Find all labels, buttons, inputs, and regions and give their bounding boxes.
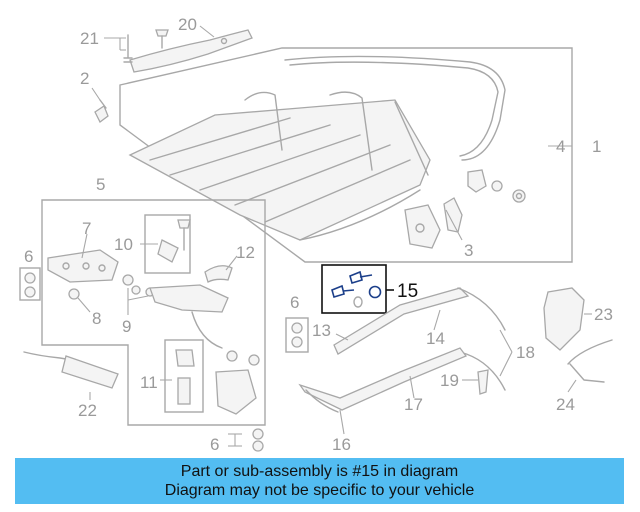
part-11-box [164, 339, 204, 413]
part-2-pin [94, 105, 109, 123]
callout-6-mid: 6 [290, 293, 299, 312]
callout-8: 8 [92, 309, 101, 328]
assembly-5-outline [41, 199, 266, 426]
linkage-arm [149, 284, 229, 313]
part-6-left-box [19, 267, 41, 301]
callout-7: 7 [82, 219, 91, 238]
callout-3: 3 [464, 241, 473, 260]
part-6-mid-box [285, 317, 309, 353]
washer [368, 285, 382, 299]
part-3-clip [443, 197, 463, 233]
callout-18: 18 [516, 343, 535, 362]
callout-5: 5 [96, 175, 105, 194]
callout-12: 12 [236, 243, 255, 262]
callout-14: 14 [426, 329, 445, 348]
assembly-1-outline [119, 47, 573, 263]
callout-17: 17 [404, 395, 423, 414]
callout-15: 15 [397, 281, 418, 302]
callout-21: 21 [80, 29, 99, 48]
soft-top-frame [128, 99, 431, 241]
callout-1: 1 [592, 137, 601, 156]
bracket-small [467, 169, 487, 193]
roof-frame-assembly [119, 47, 573, 263]
hinge-bracket [404, 204, 441, 249]
callout-6-left: 6 [24, 247, 33, 266]
part-15-highlight[interactable] [321, 264, 394, 314]
bolt-lower [331, 284, 345, 298]
part-8-washer [68, 288, 80, 300]
callout-10: 10 [114, 235, 133, 254]
callout-19: 19 [440, 371, 459, 390]
info-banner: Part or sub-assembly is #15 in diagram D… [15, 458, 624, 504]
callout-2: 2 [80, 69, 89, 88]
callout-20: 20 [178, 15, 197, 34]
part-22-cable [23, 351, 119, 400]
part-19 [477, 369, 489, 395]
bolt-upper [349, 270, 363, 284]
callout-4: 4 [556, 137, 565, 156]
callout-11: 11 [140, 373, 158, 392]
part-15-box[interactable] [321, 264, 387, 314]
part-17-strip [298, 347, 468, 411]
left-assembly-5 [41, 199, 266, 426]
part-6-bottom [228, 428, 264, 452]
callout-13: 13 [312, 321, 331, 340]
callout-24: 24 [556, 395, 575, 414]
part-21-bolt [123, 34, 133, 63]
weatherstrips [298, 287, 513, 435]
callout-9: 9 [122, 317, 131, 336]
part-20-weatherstrip [129, 29, 253, 73]
banner-line-1: Part or sub-assembly is #15 in diagram [180, 463, 459, 480]
part-23-bracket [543, 287, 585, 351]
callout-22: 22 [78, 401, 97, 420]
top-left-parts [91, 25, 253, 123]
part-24-rod [567, 339, 613, 383]
lower-bracket [215, 369, 257, 415]
o-ring [353, 296, 363, 308]
callout-6-bottom: 6 [210, 435, 219, 454]
banner-line-2: Diagram may not be specific to your vehi… [164, 482, 475, 499]
top-rail [284, 55, 506, 161]
part-14-strip [333, 287, 470, 355]
callout-23: 23 [594, 305, 613, 324]
part-12 [204, 265, 233, 283]
callout-16: 16 [332, 435, 351, 454]
